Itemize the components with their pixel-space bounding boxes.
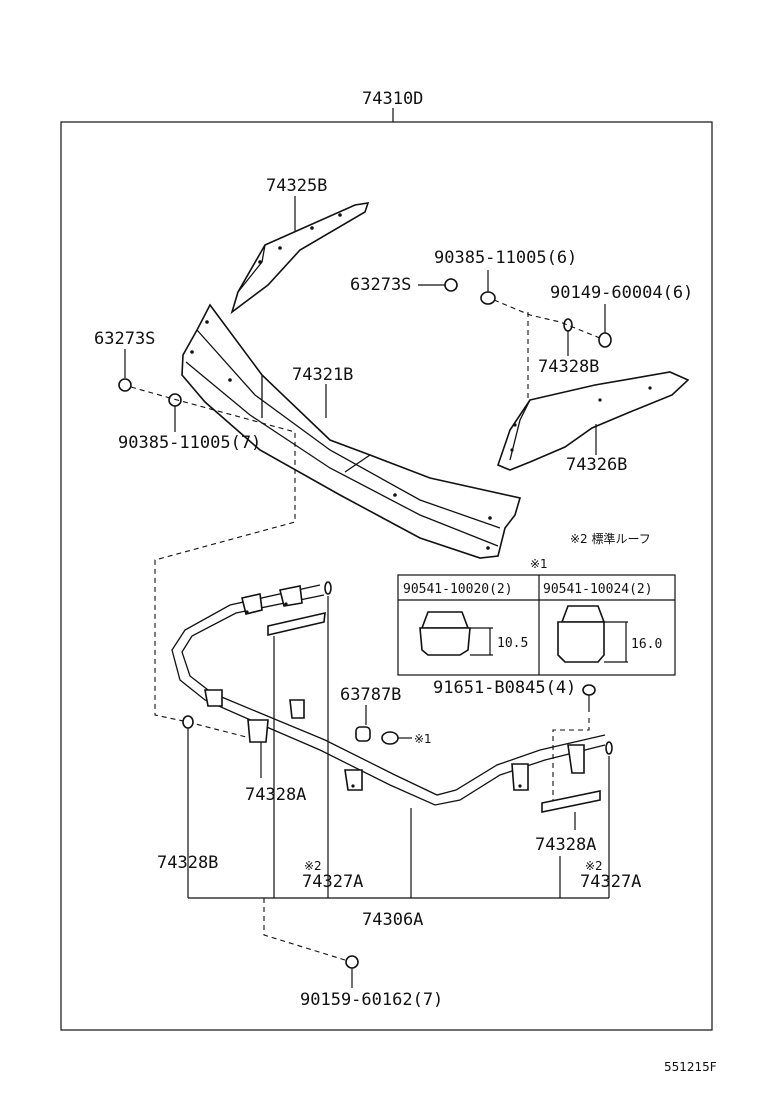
label-74325B: 74325B (266, 176, 327, 196)
label-74327A-left: 74327A (302, 872, 363, 892)
note1-marker: ※1 (530, 557, 548, 571)
clip-74327A-right-top (605, 741, 613, 755)
label-90149: 90149-60004(6) (550, 283, 693, 303)
note2-marker-right: ※2 (585, 859, 603, 873)
label-74321B: 74321B (292, 365, 353, 385)
note-legend: ※2 標準ルーフ (570, 531, 651, 546)
part-74306A-shape (171, 584, 606, 806)
clip-74327A-left-top (324, 581, 332, 595)
label-91651: 91651-B0845(4) (433, 678, 576, 698)
note2-marker-left: ※2 (304, 859, 322, 873)
label-90159: 90159-60162(7) (300, 990, 443, 1010)
screw-90149 (598, 332, 612, 348)
nut-90385-right (480, 291, 496, 305)
inset-col2-header: 90541-10024(2) (543, 582, 653, 597)
assembly-label: 74310D (362, 89, 423, 109)
label-63273S-left: 63273S (94, 329, 155, 349)
clip-note1 (381, 731, 399, 745)
label-74328A-right: 74328A (535, 835, 596, 855)
label-63273S-right: 63273S (350, 275, 411, 295)
label-63787B: 63787B (340, 685, 401, 705)
label-74328B-top: 74328B (538, 357, 599, 377)
inset-table: 90541-10020(2) 90541-10024(2) 10.5 16.0 (397, 574, 676, 676)
clip-63273S-right (444, 278, 458, 292)
bolt-91651 (582, 684, 596, 696)
assembly-frame (60, 121, 713, 1031)
inset-col1-header: 90541-10020(2) (403, 582, 513, 597)
label-90385-7: 90385-11005(7) (118, 433, 261, 453)
bolt-90159 (345, 955, 359, 969)
label-74328B-bottom: 74328B (157, 853, 218, 873)
label-74327A-right: 74327A (580, 872, 641, 892)
washer-74328B-bottom (182, 715, 194, 729)
label-74326B: 74326B (566, 455, 627, 475)
washer-74328B-top (563, 318, 573, 332)
strip-74328A-right (541, 790, 601, 813)
part-74325B-shape (230, 202, 370, 315)
inset-col2-dim: 16.0 (631, 637, 662, 652)
label-90385-6: 90385-11005(6) (434, 248, 577, 268)
inset-col1-dim: 10.5 (497, 636, 528, 651)
clip-63273S-left (118, 378, 132, 392)
part-63787B-shape (355, 726, 371, 742)
label-74306A: 74306A (362, 910, 423, 930)
part-74326B-shape (497, 371, 690, 471)
strip-74328A-left (267, 611, 326, 637)
footer-code: 551215F (664, 1060, 717, 1074)
label-74328A-left: 74328A (245, 785, 306, 805)
note1-ref: ※1 (414, 732, 432, 746)
part-74321B-shape (181, 303, 522, 559)
